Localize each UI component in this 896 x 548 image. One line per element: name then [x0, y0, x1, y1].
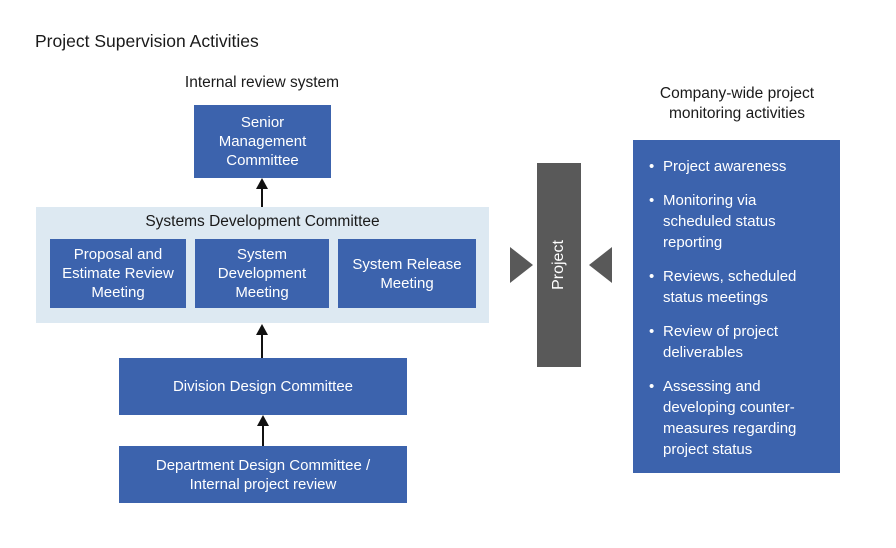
- list-item: • Review of project deliverables: [649, 321, 804, 363]
- system-release-meeting-box: System Release Meeting: [338, 239, 476, 308]
- list-item: • Monitoring via scheduled status report…: [649, 190, 804, 253]
- department-design-committee-box: Department Design Committee / Internal p…: [119, 446, 407, 503]
- arrow-right-triangle-icon: [510, 247, 533, 283]
- arrow-head-icon: [256, 324, 268, 335]
- systems-development-committee-title: Systems Development Committee: [145, 213, 380, 230]
- bullet-icon: •: [649, 192, 655, 209]
- project-bar: Project: [537, 163, 581, 367]
- list-item: • Assessing and developing counter-measu…: [649, 376, 804, 460]
- bullet-icon: •: [649, 378, 655, 395]
- arrow-left-triangle-icon: [589, 247, 612, 283]
- monitoring-activities-title: Company-wide project monitoring activiti…: [659, 85, 815, 122]
- list-item-text: Reviews, scheduled status meetings: [663, 268, 797, 306]
- arrow-head-icon: [257, 415, 269, 426]
- bullet-icon: •: [649, 323, 655, 340]
- list-item: • Reviews, scheduled status meetings: [649, 266, 804, 308]
- arrow-shaft: [261, 332, 263, 358]
- list-item-text: Monitoring via scheduled status reportin…: [663, 192, 776, 251]
- arrow-shaft: [261, 186, 263, 207]
- bullet-icon: •: [649, 268, 655, 285]
- arrow-up-division: [256, 415, 270, 446]
- list-item-text: Project awareness: [663, 158, 787, 175]
- system-development-meeting-box: System Development Meeting: [195, 239, 329, 308]
- page-title: Project Supervision Activities: [35, 31, 259, 51]
- arrow-head-icon: [256, 178, 268, 189]
- systems-development-committee-panel: Systems Development Committee Proposal a…: [36, 207, 489, 323]
- monitoring-activities-panel: • Project awareness • Monitoring via sch…: [633, 140, 840, 473]
- arrow-up-senior: [255, 178, 269, 207]
- list-item: • Project awareness: [649, 156, 804, 177]
- arrow-shaft: [262, 423, 264, 446]
- senior-management-committee-box: Senior Management Committee: [194, 105, 331, 178]
- division-design-committee-box: Division Design Committee: [119, 358, 407, 415]
- project-bar-label: Project: [550, 240, 568, 290]
- internal-review-system-label: Internal review system: [184, 74, 340, 91]
- list-item-text: Assessing and developing counter-measure…: [663, 378, 797, 458]
- list-item-text: Review of project deliverables: [663, 323, 779, 361]
- bullet-icon: •: [649, 158, 655, 175]
- arrow-up-sdc: [255, 324, 269, 358]
- proposal-estimate-review-meeting-box: Proposal and Estimate Review Meeting: [50, 239, 186, 308]
- monitoring-bullet-list: • Project awareness • Monitoring via sch…: [649, 156, 804, 460]
